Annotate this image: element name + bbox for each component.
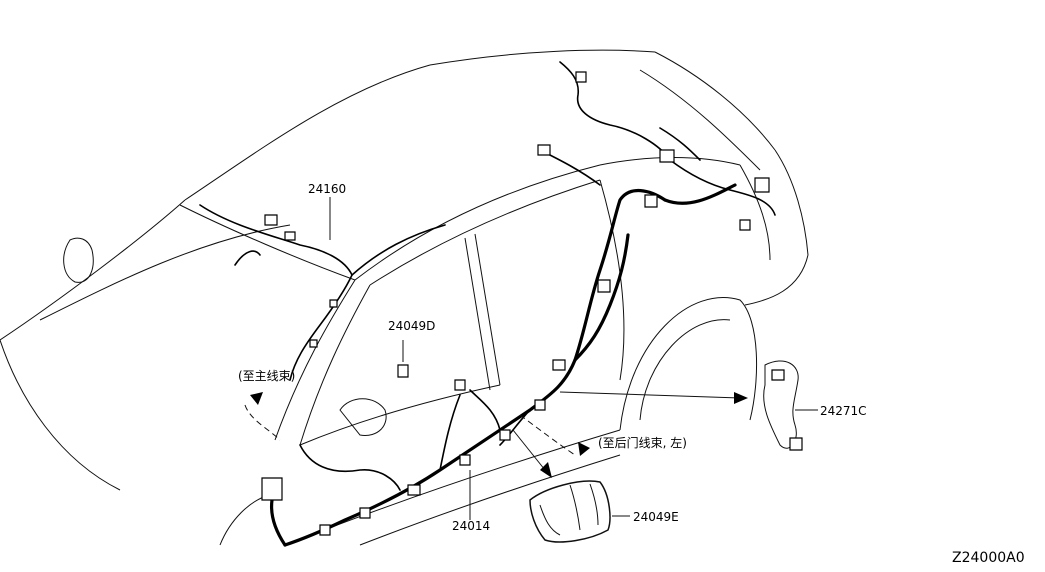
label-to-main-harness: (至主线束) [238,369,295,383]
diagram-code: Z24000A0 [952,550,1025,566]
label-24014: 24014 [452,519,490,533]
label-24049D: 24049D [388,319,435,333]
label-24160: 24160 [308,182,346,196]
leader-lines [329,197,818,520]
label-to-rear-door-harness: (至后门线束, 左) [598,435,687,450]
grommet-24049E [529,480,611,543]
rear-harness-24271C [537,61,803,451]
routing-dashes [244,392,590,456]
car-body-outline [0,49,809,546]
roof-harness-24160 [199,204,446,381]
label-24271C: 24271C [820,404,867,418]
label-24049E: 24049E [633,510,679,524]
body-harness-24014 [261,183,737,547]
clip-24049D [397,340,409,378]
